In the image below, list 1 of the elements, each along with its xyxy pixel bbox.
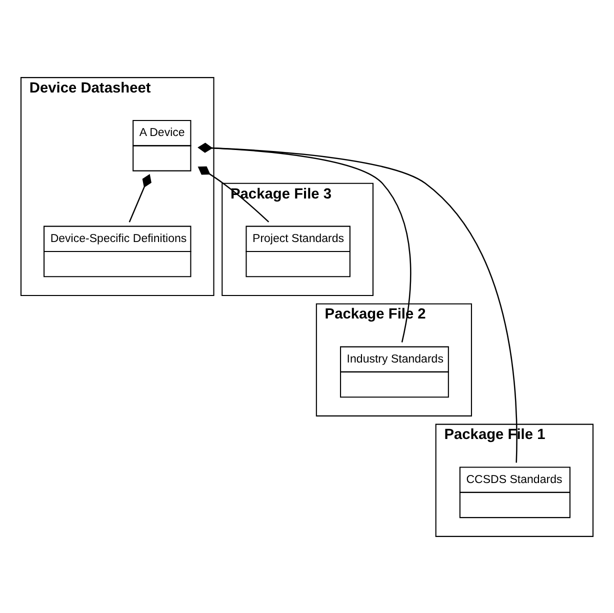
connector bbox=[128, 174, 152, 222]
